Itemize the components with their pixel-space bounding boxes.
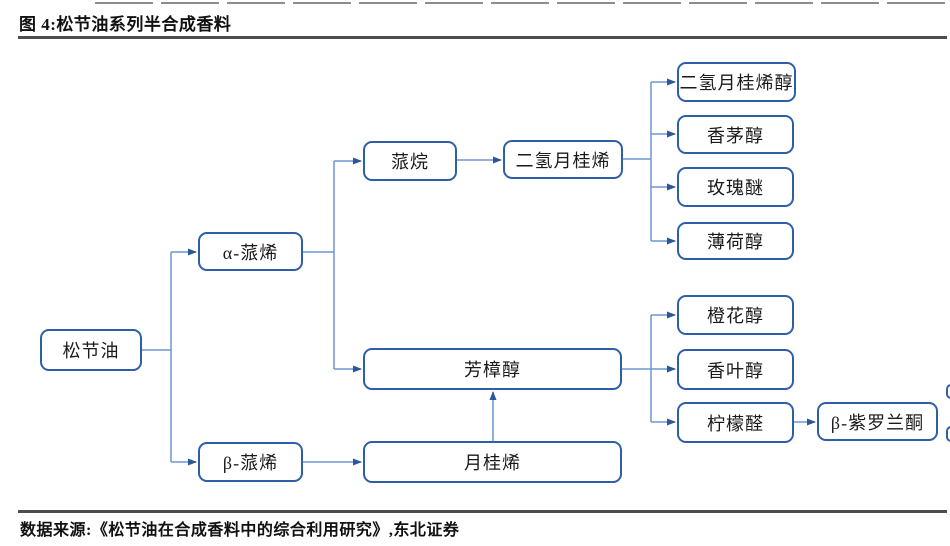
- footer-divider: [18, 510, 947, 513]
- node-pinane: 蒎烷: [363, 141, 457, 181]
- top-partial-rule: [95, 2, 945, 4]
- data-source-text: 数据来源:《松节油在合成香料中的综合利用研究》,东北证券: [20, 522, 460, 539]
- node-geraniol: 香叶醇: [677, 349, 794, 390]
- node-beta-pinene: β-蒎烯: [198, 442, 303, 482]
- node-nerol: 橙花醇: [677, 295, 794, 335]
- node-citral: 柠檬醛: [677, 402, 794, 443]
- node-rose-ether: 玫瑰醚: [677, 167, 794, 207]
- node-menthol: 薄荷醇: [677, 222, 794, 260]
- cutoff-box-fragment: [946, 384, 950, 399]
- node-dihydromyrcenol: 二氢月桂烯醇: [677, 62, 796, 102]
- node-dihydromyrcene: 二氢月桂烯: [503, 140, 623, 179]
- figure-title: 图 4:松节油系列半合成香料: [19, 15, 232, 34]
- title-divider: [18, 36, 947, 39]
- cutoff-box-fragment: [946, 426, 950, 442]
- node-myrcene: 月桂烯: [363, 441, 622, 483]
- node-linalool: 芳樟醇: [363, 348, 622, 390]
- node-turpentine: 松节油: [40, 329, 142, 371]
- node-beta-ionone: β-紫罗兰酮: [817, 402, 938, 441]
- node-alpha-pinene: α-蒎烯: [198, 232, 303, 271]
- node-citronellol: 香茅醇: [677, 115, 794, 154]
